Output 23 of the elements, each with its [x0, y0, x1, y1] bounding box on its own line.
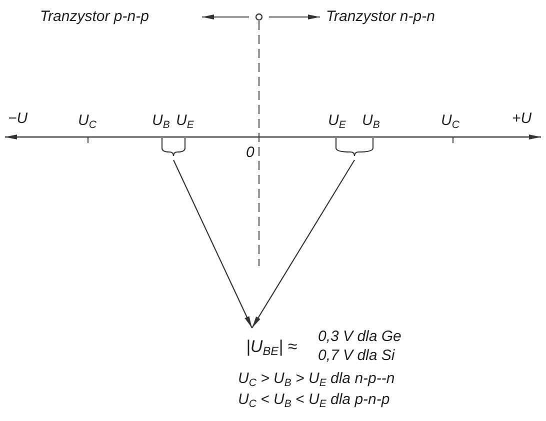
- transistor-type-label: Tranzystor p-n-p: [40, 6, 196, 28]
- origin-label: 0: [246, 144, 254, 162]
- formula-text: |U$_{BE}$| ≈: [246, 338, 298, 360]
- axis-label: U$_{E}$: [176, 112, 194, 133]
- formula-text: U$_{C}$ > U$_{B}$ > U$_{E}$ dla n-p--n: [238, 370, 395, 391]
- axis-label: U$_{B}$: [362, 112, 380, 133]
- curly-brace: [335, 138, 374, 156]
- formula-text: 0,3 V dla Ge: [318, 328, 402, 346]
- arrow: [202, 14, 249, 20]
- arrow: [269, 14, 320, 20]
- curly-brace: [161, 138, 186, 156]
- formula-text: 0,7 V dla Si: [318, 347, 395, 365]
- axis-label: U$_{C}$: [441, 112, 460, 133]
- small-circle: [255, 13, 263, 21]
- axis-label: +U: [512, 110, 532, 128]
- transistor-type-label: Tranzystor n-p-n: [326, 6, 486, 28]
- axis-label: −U: [8, 110, 28, 128]
- axis-label: U$_{B}$: [152, 112, 170, 133]
- arrow: [173, 160, 252, 328]
- axis-label: U$_{C}$: [78, 112, 96, 133]
- arrow: [252, 160, 355, 328]
- formula-text: U$_{C}$ < U$_{B}$ < U$_{E}$ dla p-n-p: [238, 391, 390, 412]
- axis-label: U$_{E}$: [328, 112, 346, 133]
